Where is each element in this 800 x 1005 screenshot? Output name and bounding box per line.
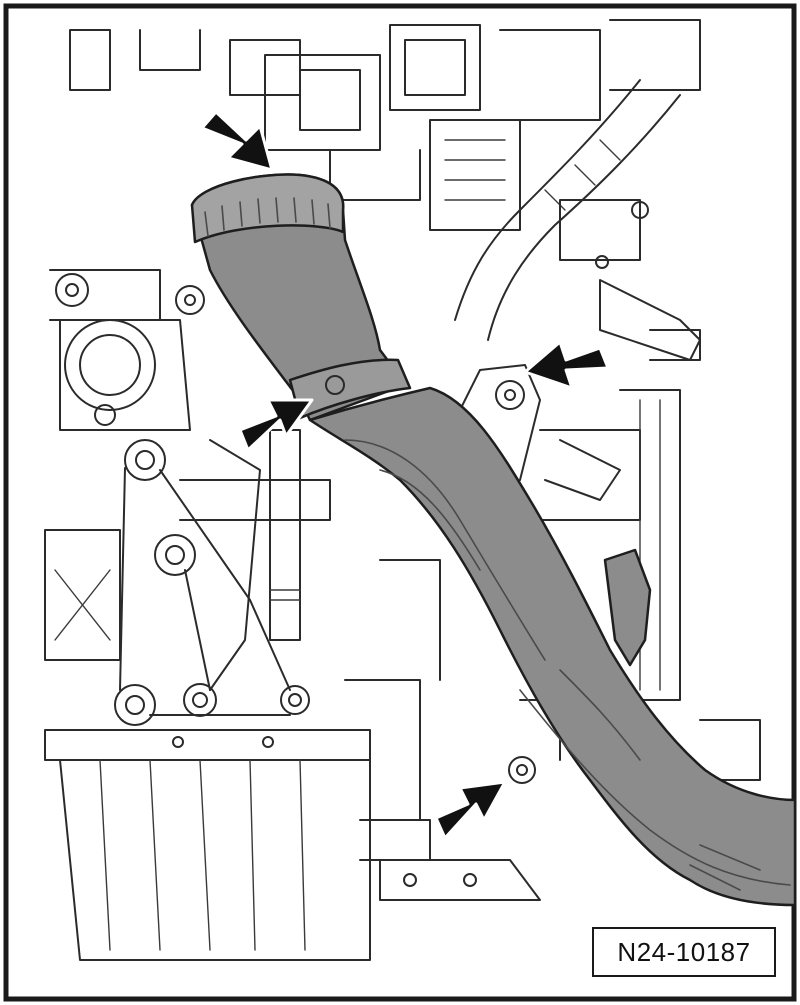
callout-arrow-middle-clamp — [238, 398, 314, 452]
callout-arrow-bracket-bolt — [523, 340, 610, 390]
callout-arrow-upper-clamp — [200, 110, 274, 172]
figure-reference-number: N24-10187 — [592, 927, 776, 977]
callout-arrow-lower-bolt — [434, 780, 507, 840]
callout-arrows — [200, 110, 610, 840]
charge-air-hose — [190, 173, 797, 907]
